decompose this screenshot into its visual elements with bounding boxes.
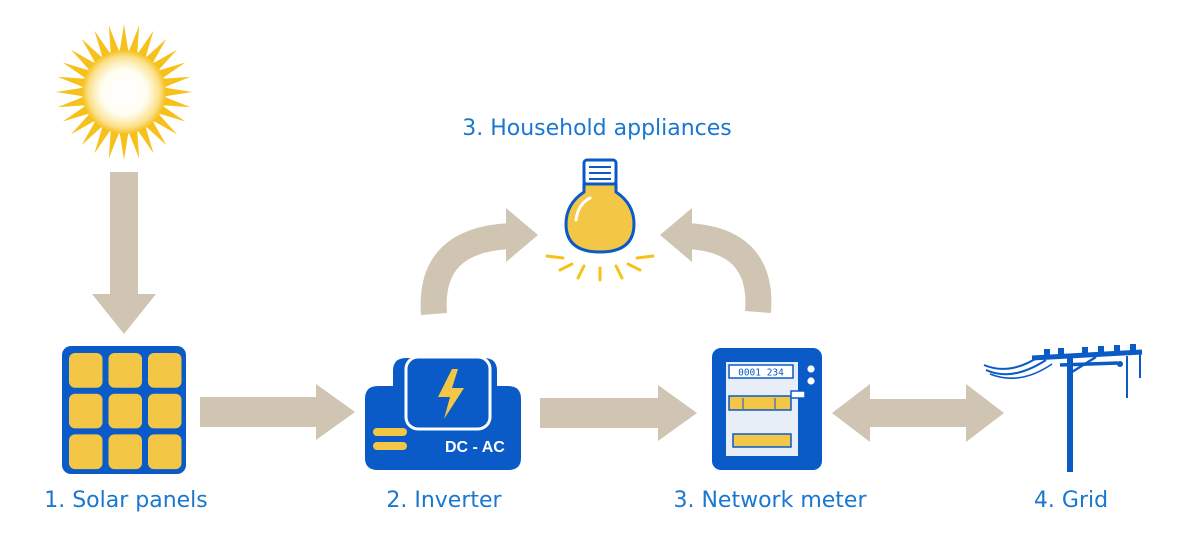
- solar-cell: [108, 434, 142, 470]
- label-inverter: 2. Inverter: [386, 488, 502, 513]
- solar-cell: [69, 434, 103, 470]
- solar-cell: [108, 393, 142, 429]
- arrow-meter-grid-bidirectional: [832, 384, 1004, 442]
- label-solar-panels: 1. Solar panels: [44, 488, 208, 513]
- solar-cell: [69, 353, 103, 388]
- lightbulb-icon: [545, 158, 655, 282]
- solar-panel-icon: [62, 346, 186, 474]
- inverter-icon: DC - AC: [365, 355, 521, 470]
- meter-icon: 0001 234: [712, 348, 822, 470]
- meter-display-text: 0001 234: [738, 368, 784, 379]
- sun-icon: [56, 24, 192, 160]
- label-household-appliances: 3. Household appliances: [462, 116, 732, 141]
- arrow-meter-to-appliances: [660, 208, 772, 314]
- solar-cell: [148, 393, 182, 429]
- arrow-inverter-to-appliances: [420, 208, 538, 315]
- solar-cell: [148, 353, 182, 388]
- power-pole-icon: [983, 344, 1143, 472]
- solar-cell: [69, 393, 103, 429]
- arrow-sun-to-panels: [92, 172, 156, 334]
- solar-cell: [108, 353, 142, 388]
- label-grid: 4. Grid: [1034, 488, 1108, 513]
- label-network-meter: 3. Network meter: [673, 488, 867, 513]
- arrow-inverter-to-meter: [540, 385, 697, 441]
- solar-cell: [148, 434, 182, 470]
- inverter-dc-ac-text: DC - AC: [445, 439, 505, 456]
- arrow-panels-to-inverter: [200, 384, 355, 440]
